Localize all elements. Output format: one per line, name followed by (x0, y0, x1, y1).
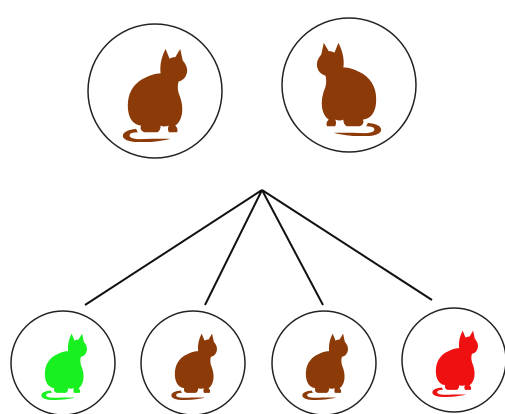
parents-row (87, 17, 417, 159)
offspring-cat-1 (10, 310, 116, 414)
offspring-cat-4 (401, 307, 505, 413)
connector-line-4 (261, 189, 433, 301)
offspring-row (10, 307, 505, 414)
connector-line-1 (84, 189, 263, 306)
connector-lines (84, 189, 433, 306)
connector-line-3 (261, 189, 324, 306)
offspring-cat-2 (140, 310, 246, 414)
offspring-cat-3 (271, 310, 377, 414)
parent-cat-2 (281, 17, 417, 153)
connector-line-2 (204, 189, 263, 306)
parent-cat-1 (87, 23, 223, 159)
